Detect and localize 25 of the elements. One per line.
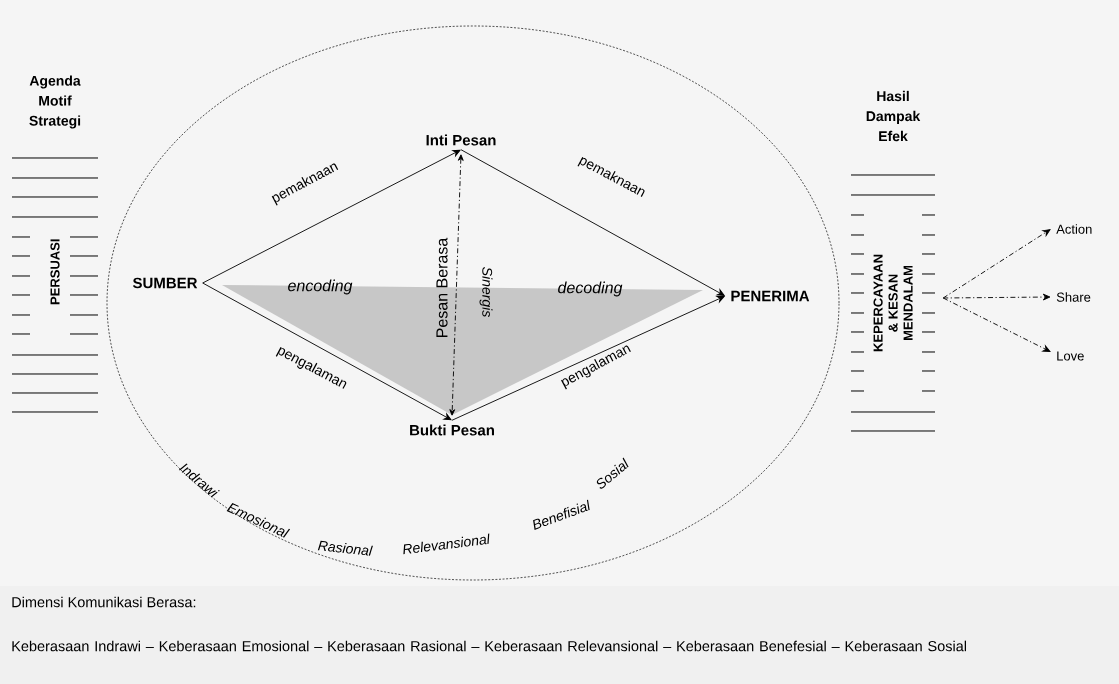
node-label: Inti Pesan — [426, 134, 496, 146]
striped-band: KEPERCAYAAN & KESAN MENDALAM Hasil Dampak Efek — [850, 90, 936, 432]
arrow — [942, 297, 1051, 352]
caption-text: Keberasaan Indrawi – Keberasaan Emosional – Keberasaan Rasional – Keberasaan Relevansional – Keberasaan Benefesial – Keberasaan Sosial — [12, 640, 967, 652]
caption-text: Dimensi Komunikasi Berasa: — [12, 596, 196, 608]
dimension-label: Rasional — [317, 540, 373, 556]
striped-band: PERSUASI Agenda Motif Strategi — [11, 75, 99, 413]
text-label: Pesan Berasa — [436, 237, 448, 337]
arrow — [202, 149, 461, 284]
text-label: decoding — [558, 281, 623, 297]
text-label: encoding — [288, 279, 353, 295]
arrow — [460, 149, 725, 296]
arrow — [942, 293, 1051, 301]
edge-label: Sinergis — [479, 267, 493, 317]
arrow — [942, 229, 1051, 299]
arrow — [449, 154, 464, 416]
node-label: Love — [1057, 351, 1084, 361]
arrow — [202, 282, 452, 421]
arrow — [451, 296, 725, 421]
dimension-label: Relevansional — [403, 533, 490, 555]
node-label: SUMBER — [132, 277, 198, 289]
node-label: PENERIMA — [731, 290, 810, 302]
node-label: Bukti Pesan — [410, 424, 494, 436]
node-label: Share — [1056, 292, 1091, 302]
node-label: Action — [1056, 224, 1092, 234]
